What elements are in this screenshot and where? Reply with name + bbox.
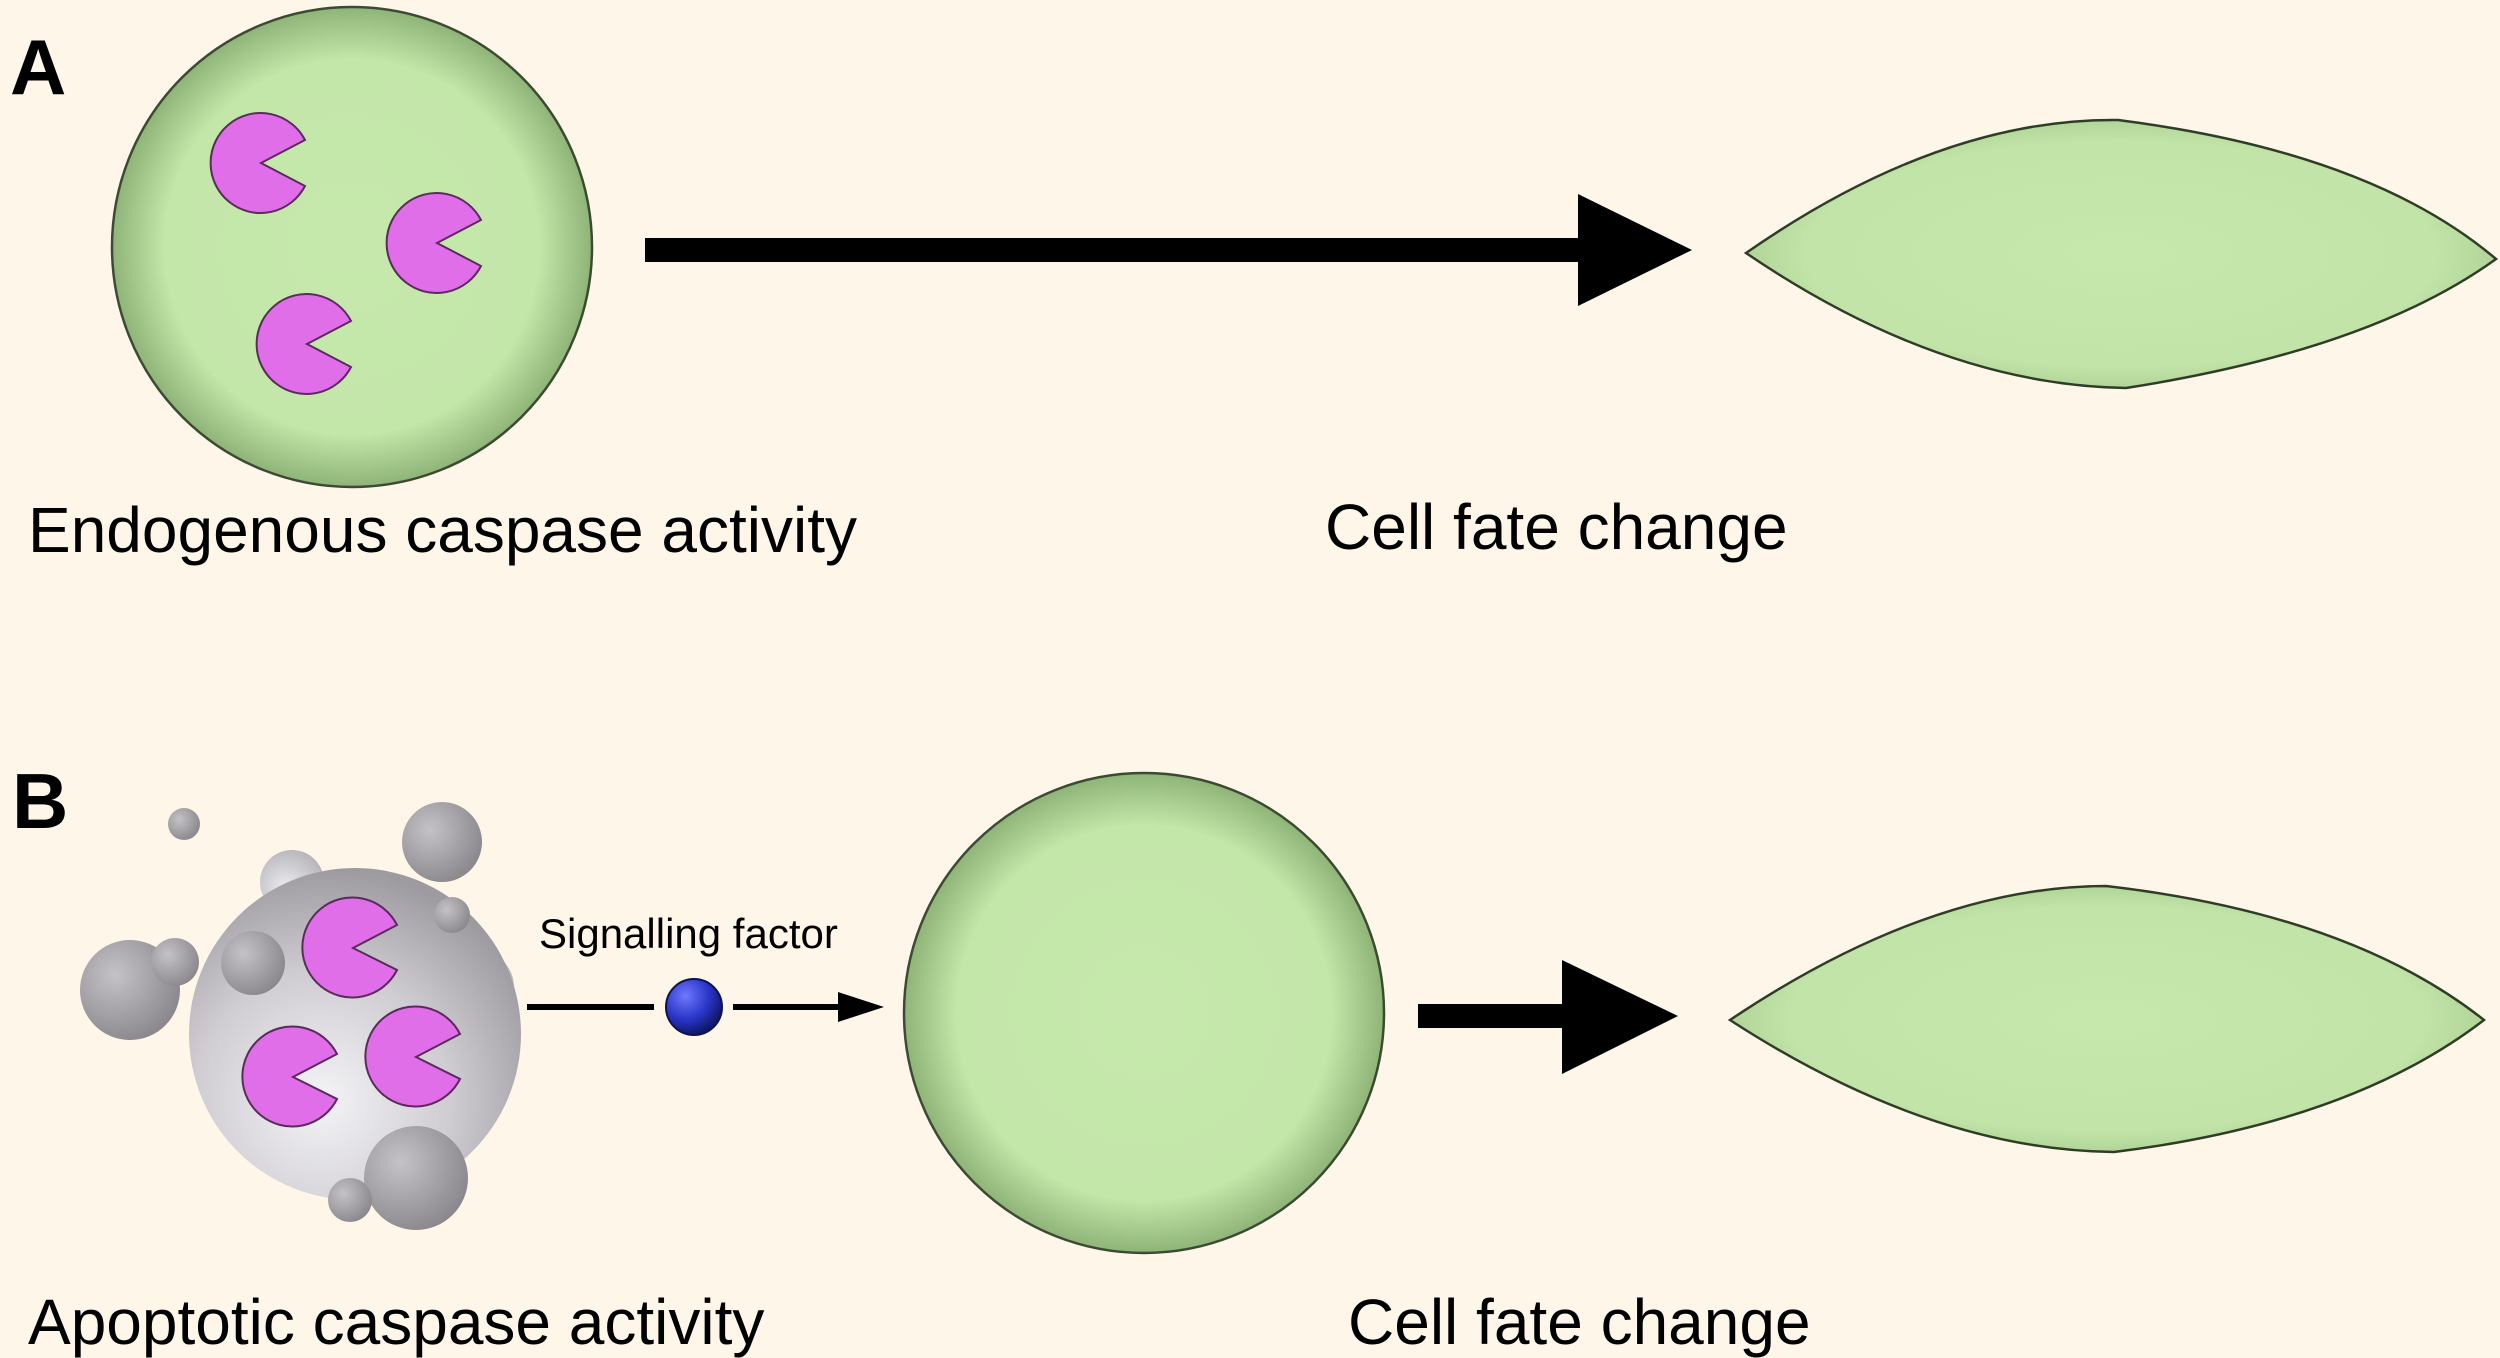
signalling-factor-label: Signalling factor: [539, 910, 838, 957]
signalling-arrow: [527, 992, 884, 1022]
panel-b-arrow: [1418, 960, 1678, 1074]
panel-b-receiving-cell: [902, 771, 1386, 1255]
apoptotic-cell: [80, 802, 521, 1230]
panel-a-differentiated-cell: [1743, 118, 2499, 390]
caspase-icon: [241, 1025, 339, 1128]
panel-a-label: A: [10, 23, 67, 111]
caspase-icon: [209, 112, 307, 214]
panel-a-arrow: [645, 194, 1692, 306]
panel-a-left-caption: Endogenous caspase activity: [28, 494, 857, 566]
panel-b-label: B: [12, 757, 69, 845]
blue-sphere-icon: [665, 978, 723, 1036]
caspase-icon: [364, 1005, 462, 1108]
panel-a-cell: [110, 5, 594, 489]
caspase-icon: [385, 192, 483, 294]
caspase-icon: [301, 896, 399, 999]
panel-b-differentiated-cell: [1727, 884, 2487, 1154]
panel-b-left-caption: Apoptotic caspase activity: [28, 1286, 765, 1358]
panel-a-right-caption: Cell fate change: [1325, 491, 1788, 563]
panel-b-right-caption: Cell fate change: [1348, 1286, 1811, 1358]
caspase-icon: [255, 293, 353, 395]
